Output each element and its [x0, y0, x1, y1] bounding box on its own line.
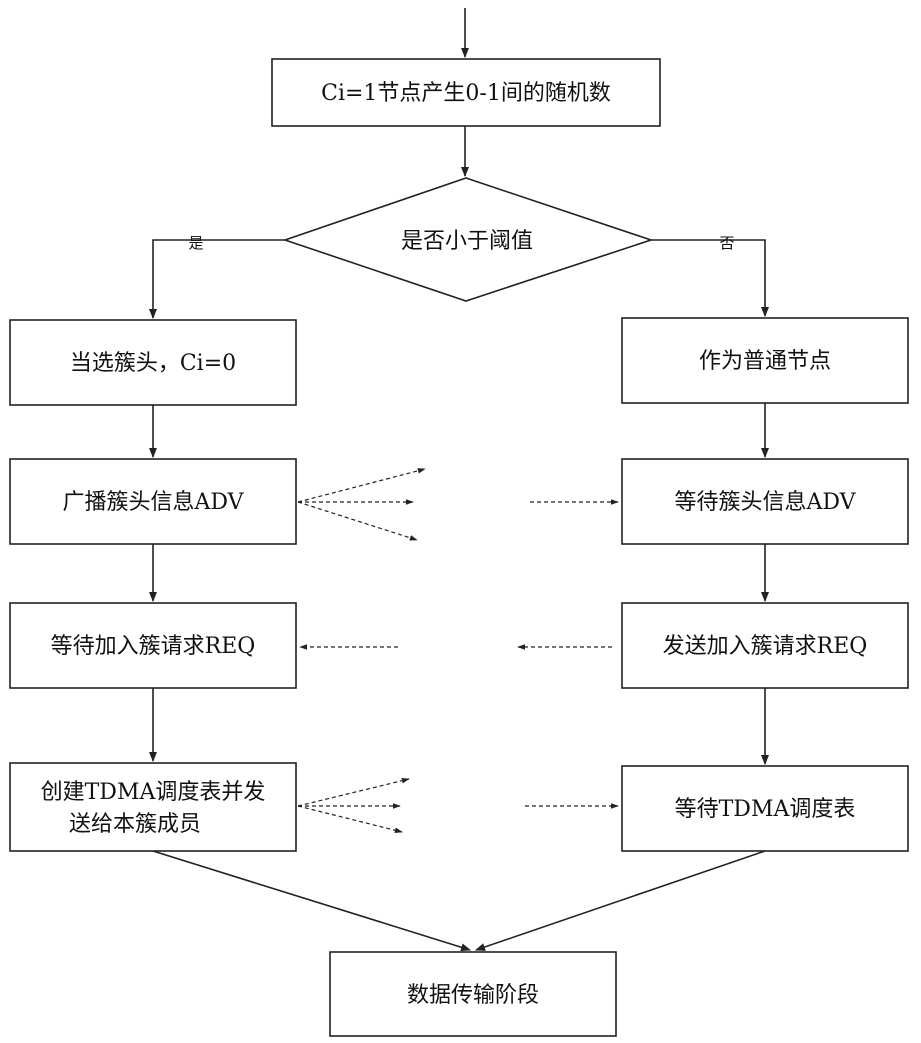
node-wait-join-req-label: 等待加入簇请求REQ: [51, 634, 256, 659]
node-create-tdma-label-line1: 创建TDMA调度表并发: [41, 780, 266, 805]
node-send-join-req: 发送加入簇请求REQ: [622, 603, 908, 688]
node-data-transfer: 数据传输阶段: [330, 952, 616, 1036]
tdma-signal-up: [298, 779, 409, 806]
tdma-signals: [298, 779, 409, 832]
node-wait-tdma-label: 等待TDMA调度表: [675, 797, 856, 822]
node-normal-node: 作为普通节点: [622, 318, 908, 403]
node-wait-adv: 等待簇头信息ADV: [622, 459, 908, 544]
node-normal-node-label: 作为普通节点: [699, 349, 831, 374]
node-data-transfer-label: 数据传输阶段: [407, 983, 539, 1008]
edge-no-label: 否: [719, 234, 734, 252]
node-threshold-check-label: 是否小于阈值: [401, 229, 533, 254]
node-elected-head: 当选簇头，Ci=0: [10, 320, 296, 405]
node-generate-random-label: Ci=1节点产生0-1间的随机数: [321, 81, 611, 106]
node-wait-adv-label: 等待簇头信息ADV: [674, 490, 856, 515]
node-create-tdma: 创建TDMA调度表并发 送给本簇成员: [10, 763, 296, 851]
node-generate-random: Ci=1节点产生0-1间的随机数: [272, 59, 660, 126]
edge-yes-label: 是: [188, 234, 203, 252]
edge-no: [651, 240, 765, 316]
node-wait-tdma: 等待TDMA调度表: [622, 766, 908, 851]
broadcast-adv-signals: [298, 469, 425, 540]
node-threshold-check: 是否小于阈值: [285, 178, 651, 301]
node-broadcast-adv-label: 广播簇头信息ADV: [62, 490, 244, 515]
arrow-waittdma-to-data: [476, 851, 765, 950]
node-send-join-req-label: 发送加入簇请求REQ: [663, 634, 868, 659]
edge-yes: [153, 240, 285, 318]
broadcast-adv-signal-up: [298, 469, 425, 502]
node-elected-head-label: 当选簇头，Ci=0: [70, 351, 236, 376]
broadcast-adv-signal-down: [298, 502, 417, 540]
node-wait-join-req: 等待加入簇请求REQ: [10, 603, 296, 688]
node-create-tdma-label-line2: 送给本簇成员: [69, 812, 201, 837]
tdma-signal-down: [298, 806, 402, 832]
arrow-create-to-data: [153, 851, 470, 950]
node-broadcast-adv: 广播簇头信息ADV: [10, 459, 296, 544]
